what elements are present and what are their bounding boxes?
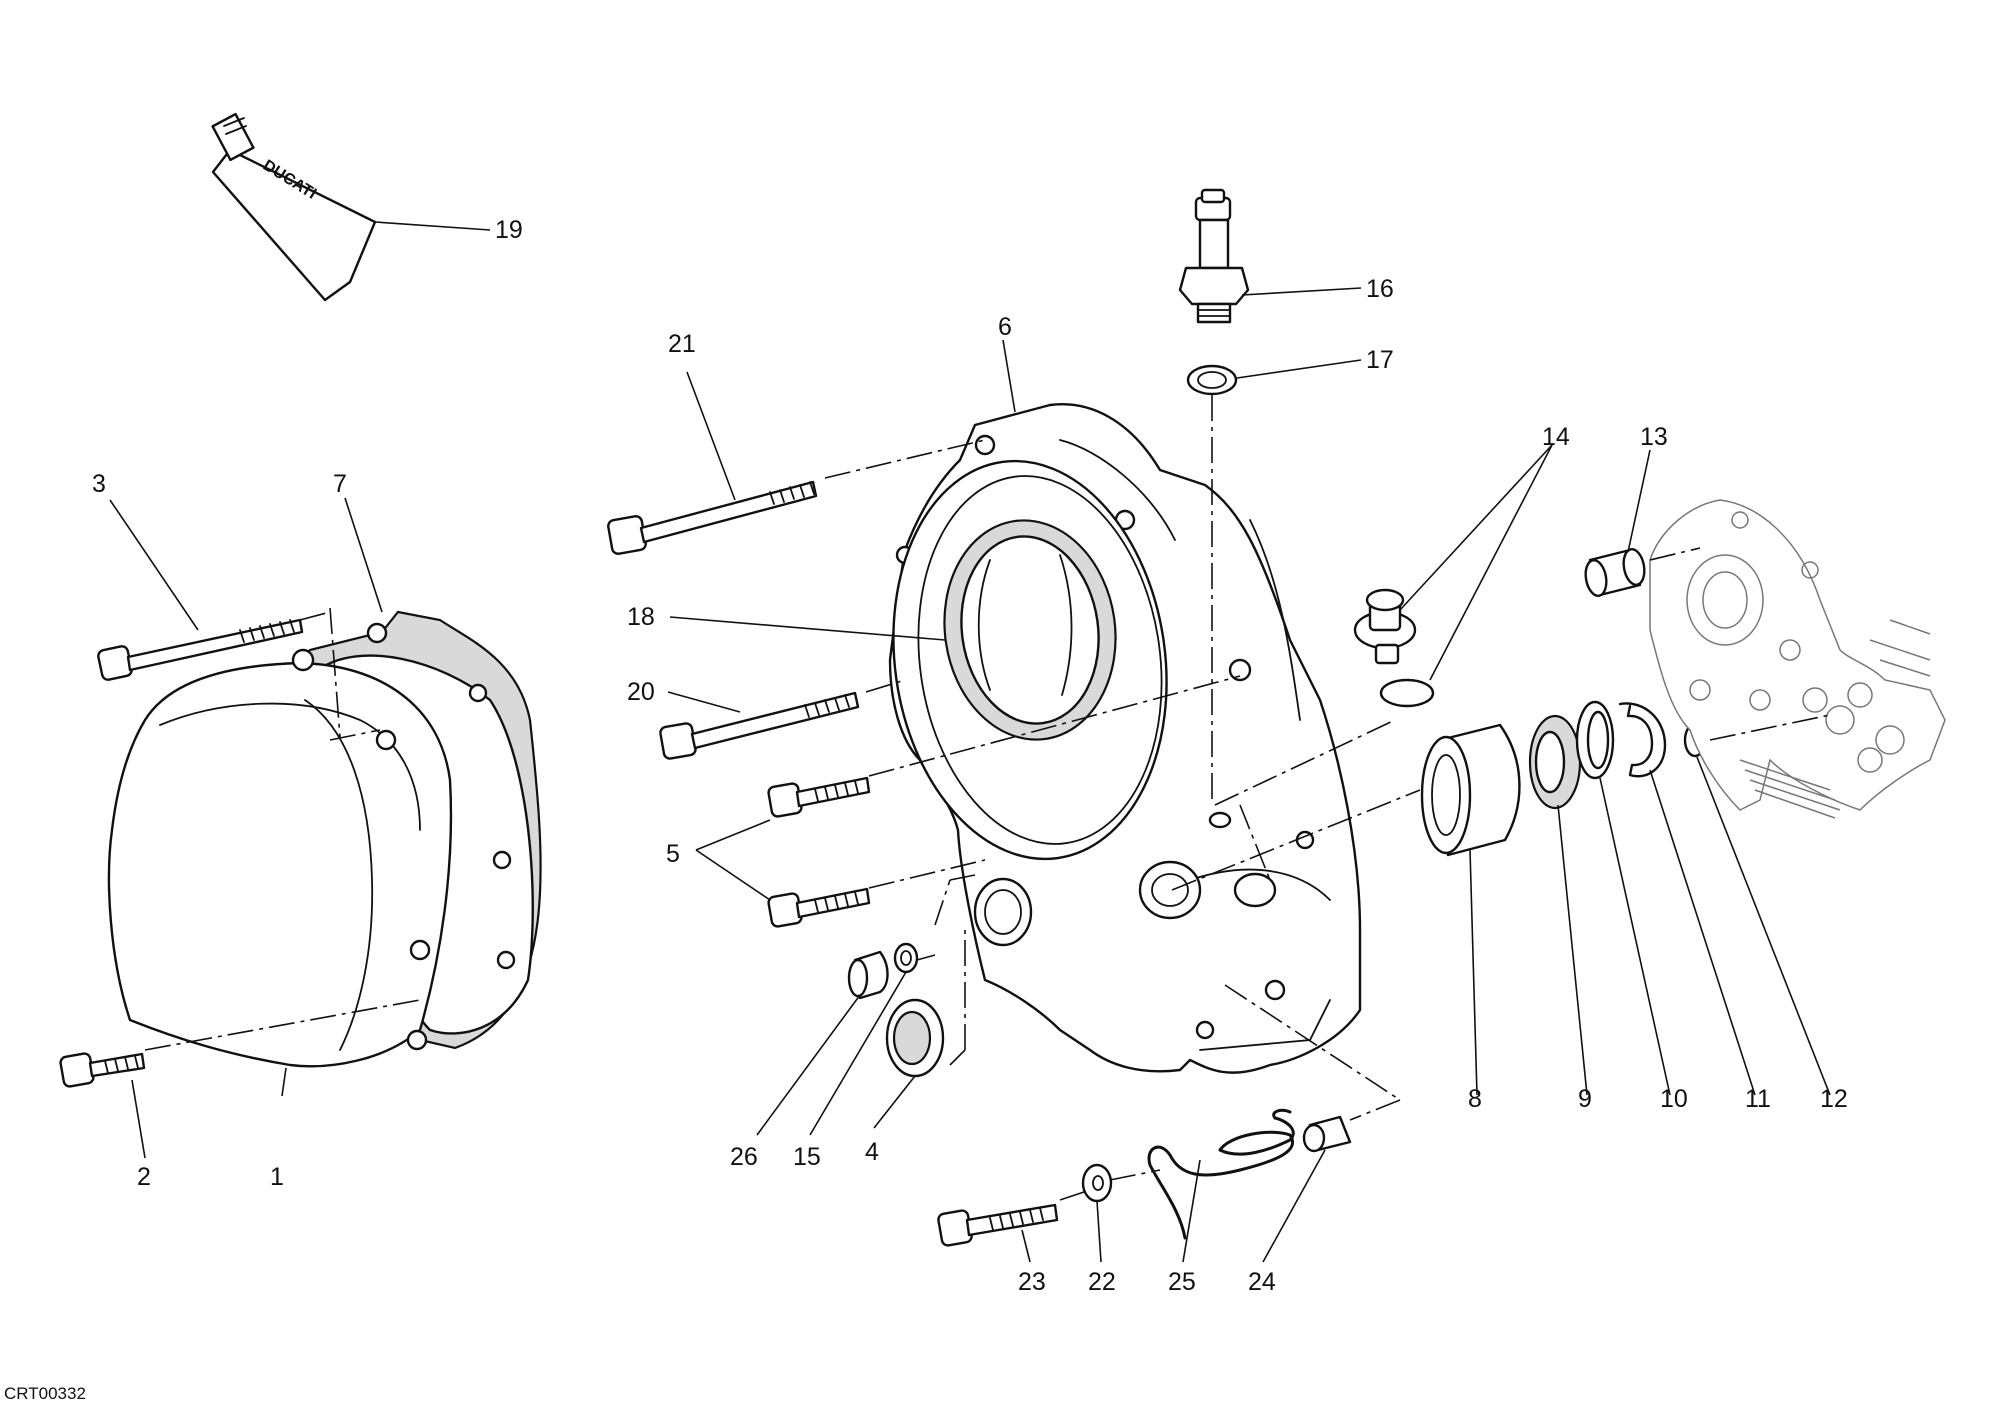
part-17-washer — [1186, 364, 1238, 396]
part-20-bolt — [659, 691, 860, 760]
document-code: CRT00332 — [4, 1384, 86, 1403]
callout-5: 5 — [666, 840, 680, 868]
leader-lines — [109, 221, 1831, 1263]
part-22-washer — [1081, 1163, 1113, 1203]
part-19-sealant-tube: DUCATI — [211, 112, 377, 302]
callout-25: 25 — [1168, 1268, 1196, 1296]
part-21-bolt — [607, 480, 818, 555]
callout-22: 22 — [1088, 1268, 1116, 1296]
callout-14: 14 — [1542, 423, 1570, 451]
part-18-oil-seal — [943, 519, 1117, 741]
part-25-wire-clip — [1147, 1108, 1295, 1240]
part-11-circlip — [1618, 702, 1667, 778]
callout-16: 16 — [1366, 275, 1394, 303]
alignment-lines — [144, 395, 1831, 1201]
callout-10: 10 — [1660, 1085, 1688, 1113]
part-6-engine-cover — [888, 403, 1362, 1074]
callout-1: 1 — [270, 1163, 284, 1191]
part-16-sensor — [1178, 188, 1250, 324]
part-8-sleeve — [1420, 723, 1521, 857]
part-26-plug — [847, 950, 889, 1000]
callout-2: 2 — [137, 1163, 151, 1191]
callout-26: 26 — [730, 1143, 758, 1171]
callout-21: 21 — [668, 330, 696, 358]
callout-9: 9 — [1578, 1085, 1592, 1113]
part-23-bolt — [937, 1203, 1059, 1247]
callout-7: 7 — [333, 470, 347, 498]
callout-4: 4 — [865, 1138, 879, 1166]
callout-20: 20 — [627, 678, 655, 706]
callout-6: 6 — [998, 313, 1012, 341]
callout-3: 3 — [92, 470, 106, 498]
callout-24: 24 — [1248, 1268, 1276, 1296]
callout-23: 23 — [1018, 1268, 1046, 1296]
part-3-screw — [97, 618, 304, 681]
part-2-screw — [59, 1052, 146, 1088]
part-13-bushing — [1584, 547, 1646, 598]
engine-case-context-ghost — [1649, 499, 1946, 819]
callout-17: 17 — [1366, 346, 1394, 374]
part-4-shaft-seal — [885, 998, 945, 1078]
callout-labels: 1 2 3 4 5 6 7 8 9 10 11 12 13 14 15 16 1… — [92, 216, 1848, 1296]
part-5-screws — [767, 776, 871, 928]
part-24-bushing — [1302, 1115, 1352, 1153]
part-10-ring — [1575, 700, 1615, 780]
part-14-plug — [1353, 588, 1417, 665]
cover-oil-seal-bore — [973, 877, 1033, 947]
callout-13: 13 — [1640, 423, 1668, 451]
part-9-bearing — [1528, 714, 1582, 810]
callout-12: 12 — [1820, 1085, 1848, 1113]
callout-8: 8 — [1468, 1085, 1482, 1113]
part-1-clutch-cover — [107, 648, 453, 1068]
part-14-o-ring — [1379, 678, 1435, 708]
callout-15: 15 — [793, 1143, 821, 1171]
callout-11: 11 — [1745, 1085, 1771, 1113]
callout-18: 18 — [627, 603, 655, 631]
part-15-washer — [893, 942, 919, 974]
callout-19: 19 — [495, 216, 523, 244]
